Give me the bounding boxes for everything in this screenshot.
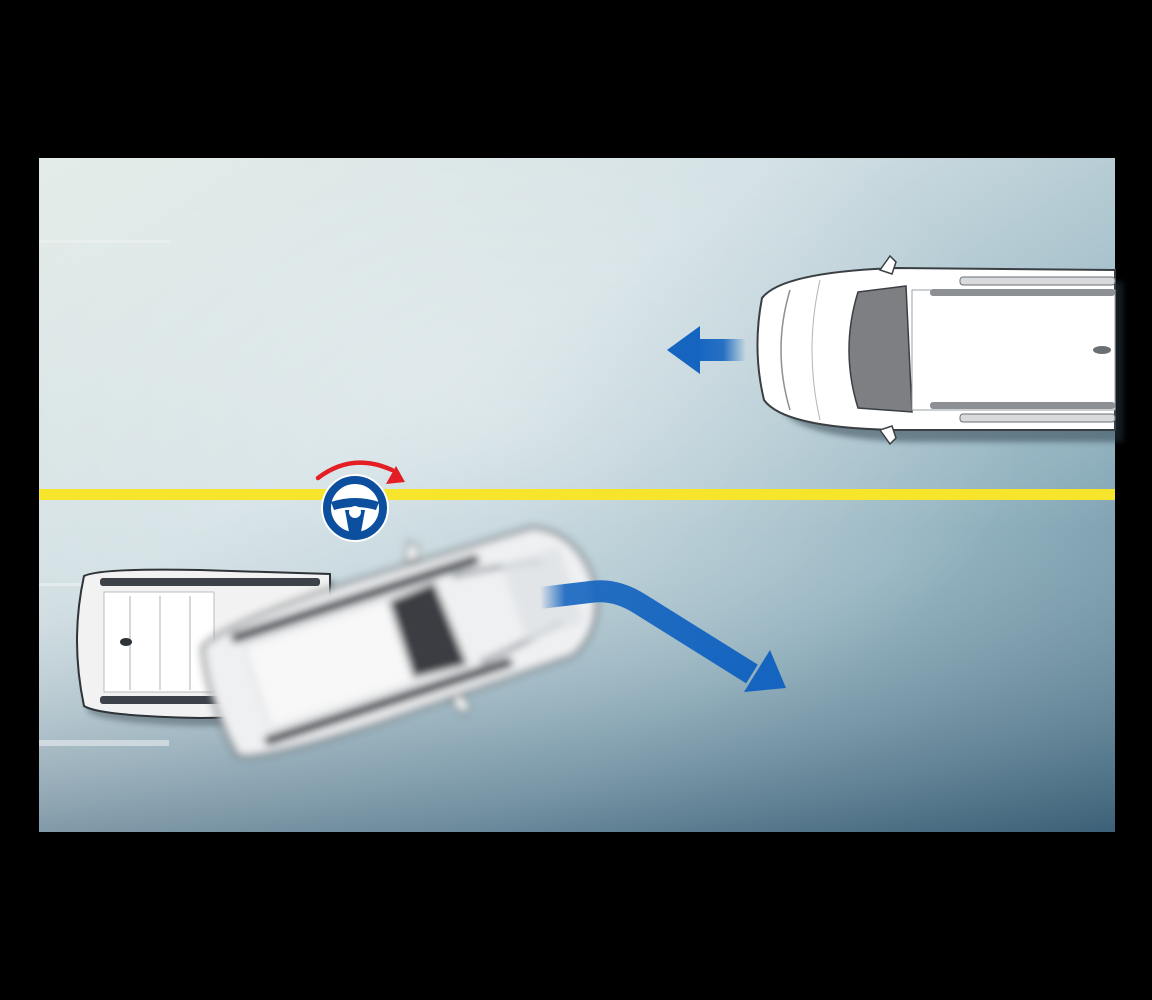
oncoming-car xyxy=(756,254,1123,446)
center-line xyxy=(39,489,1115,500)
steering-path-arrow xyxy=(538,580,786,692)
ego-car-swerving xyxy=(201,526,598,758)
oncoming-direction-arrow xyxy=(667,326,746,374)
clockwise-arrow-icon xyxy=(315,460,405,484)
steering-wheel-icon xyxy=(321,474,389,542)
